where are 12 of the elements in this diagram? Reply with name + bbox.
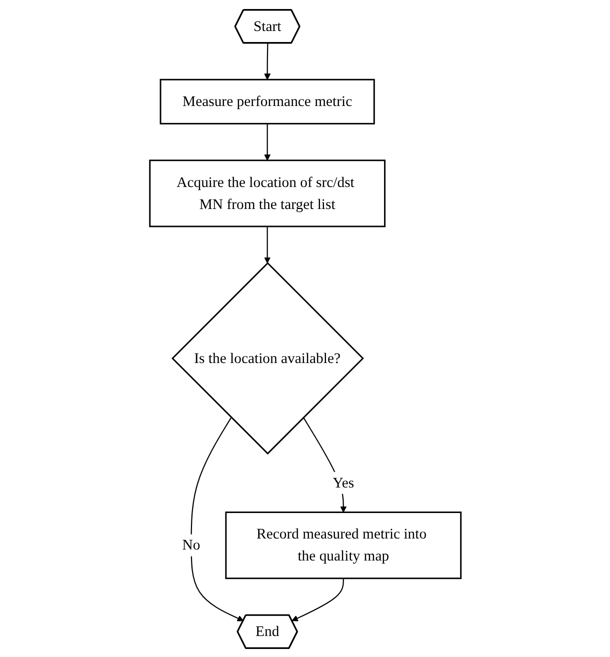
arrow — [264, 226, 270, 263]
edge-label: No — [182, 536, 200, 553]
node-box: Record measured metric into the quality map — [224, 511, 462, 579]
arrow — [264, 123, 270, 160]
node-box: Measure performance metric — [159, 78, 374, 124]
arrow — [190, 416, 244, 621]
node-diamond: Is the location available? — [171, 262, 364, 454]
node-box: Acquire the location of src/dst MN from the target list — [148, 159, 386, 227]
edge-label: Yes — [332, 474, 354, 491]
arrow — [291, 578, 344, 621]
arrow — [264, 42, 270, 80]
arrow — [302, 416, 346, 512]
